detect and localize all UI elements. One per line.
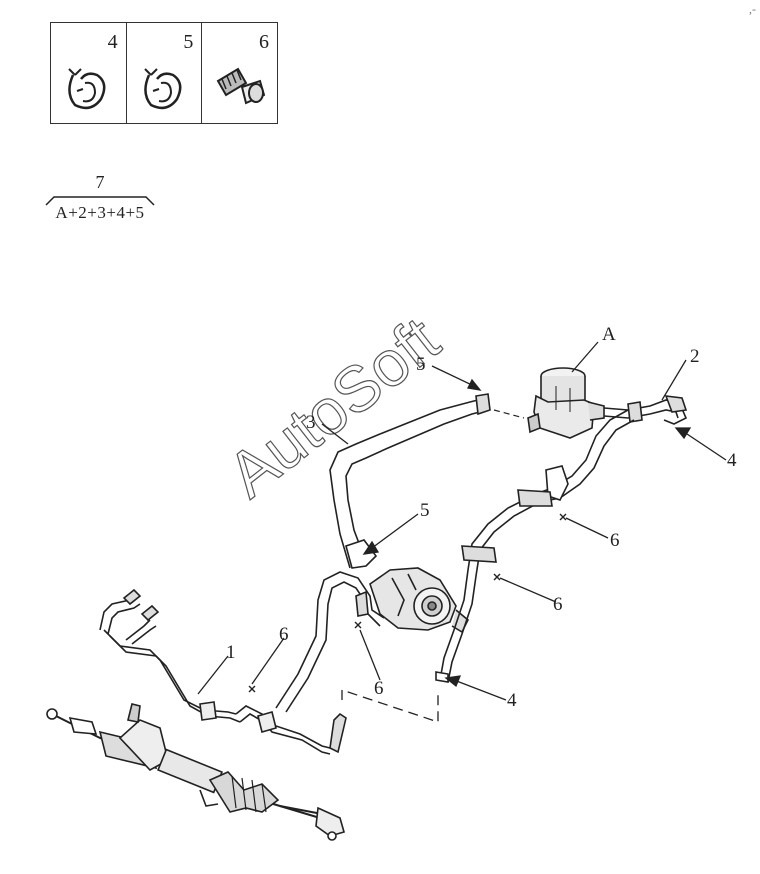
legend-number: 6	[259, 31, 270, 53]
callout-4-bottom: 4	[507, 690, 517, 711]
callout-3: 3	[306, 412, 316, 433]
legend-number: 5	[183, 31, 194, 53]
kit-brace	[45, 196, 155, 206]
power-steering-pump	[369, 567, 469, 634]
kit-formula: 7 A+2+3+4+5	[44, 172, 156, 223]
pressure-line-1	[99, 588, 347, 755]
callout-6-pump: 6	[374, 678, 384, 699]
steering-rack	[46, 703, 345, 841]
dashed-leader	[341, 689, 439, 723]
reservoir-dashed-link	[493, 409, 525, 419]
hose-clamp-icon	[68, 68, 106, 110]
bolt-markers	[248, 513, 567, 693]
callout-2: 2	[690, 346, 700, 367]
callout-5-mid: 5	[420, 500, 430, 521]
legend-cell-5: 5	[127, 23, 203, 123]
callout-6-clamp-lower: 6	[553, 594, 563, 615]
legend-cell-6: 6	[202, 23, 277, 123]
callout-5-top: 5	[416, 354, 426, 375]
parts-legend-table: 4 5 6	[50, 22, 278, 124]
callout-4-right: 4	[727, 450, 737, 471]
supply-hose-2	[603, 395, 688, 425]
watermark-text: AutoSoft	[214, 303, 452, 511]
pump-feed-hose	[275, 571, 385, 713]
callout-A: A	[602, 324, 616, 345]
callout-1: 1	[226, 642, 236, 663]
bolt-icon	[216, 67, 266, 105]
callout-6-left: 6	[279, 624, 289, 645]
kit-number: 7	[95, 172, 105, 192]
corner-mark: ,-	[749, 2, 756, 16]
reservoir-A	[527, 367, 605, 439]
legend-cell-4: 4	[51, 23, 127, 123]
hose-clamp-icon	[143, 68, 182, 110]
suction-hose-4	[435, 409, 635, 683]
legend-number: 4	[107, 31, 118, 53]
kit-formula-text: A+2+3+4+5	[55, 203, 145, 222]
callout-6-clamp-upper: 6	[610, 530, 620, 551]
leader-lines	[197, 341, 727, 701]
